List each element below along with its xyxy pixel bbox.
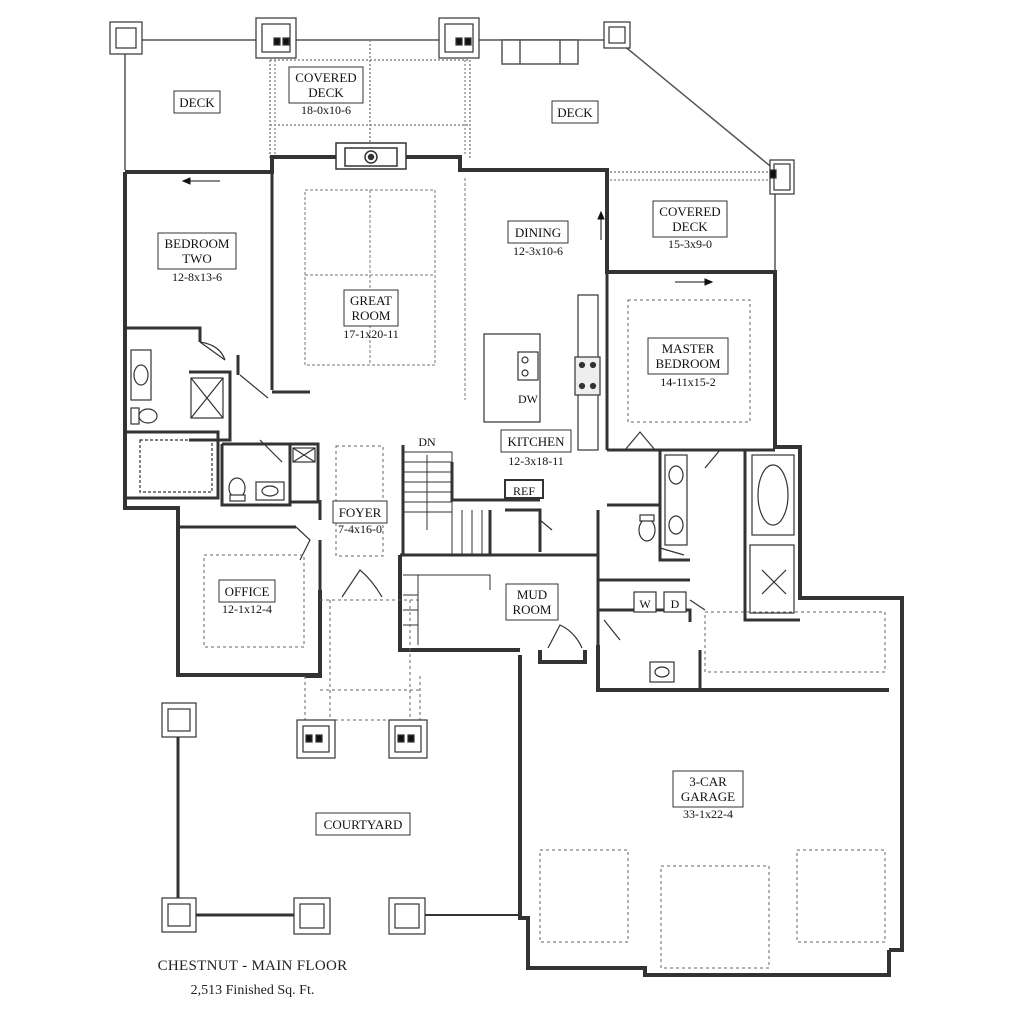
courtyard-enclosure [161, 702, 520, 935]
deck-posts [109, 17, 795, 195]
master-bedroom-label-1: MASTER [662, 341, 715, 356]
dining-label-box [507, 220, 569, 244]
interior-walls [125, 172, 800, 690]
office-dims: 12-1x12-4 [222, 602, 272, 616]
bedroom-two-label-1: BEDROOM [164, 236, 229, 251]
master-bedroom-label-2: BEDROOM [655, 356, 720, 371]
master-bedroom-label-box [647, 337, 729, 375]
refrigerator-label: REF [513, 484, 535, 498]
deck-left-label: DECK [179, 95, 215, 110]
mud-room-label-1: MUD [517, 587, 547, 602]
garage-label-box [672, 770, 744, 808]
courtyard-label: COURTYARD [324, 817, 403, 832]
bedroom-two-label-box [157, 232, 237, 270]
covered-deck-top-label-2: DECK [308, 85, 344, 100]
covered-deck-right-label-box [652, 200, 728, 238]
foyer-label: FOYER [339, 505, 382, 520]
stair-down-label: DN [418, 435, 436, 449]
garage-dims: 33-1x22-4 [683, 807, 733, 821]
master-bedroom-dims: 14-11x15-2 [660, 375, 716, 389]
bedroom-two-dims: 12-8x13-6 [172, 270, 222, 284]
courtyard-label-box [315, 812, 411, 836]
covered-deck-top-label-1: COVERED [295, 70, 356, 85]
plan-title: CHESTNUT - MAIN FLOOR [157, 958, 348, 974]
covered-deck-right-label-2: DECK [672, 219, 708, 234]
great-room-label-box [343, 289, 399, 327]
deck-left-label-box [173, 90, 221, 114]
mud-room-label-2: ROOM [512, 602, 551, 617]
rear-decks [124, 39, 780, 272]
kitchen-dims: 12-3x18-11 [508, 454, 564, 468]
bathroom-fixtures [130, 349, 795, 683]
garage-label-1: 3-CAR [689, 774, 727, 789]
foyer-dims: 7-4x16-0 [338, 522, 382, 536]
office-label: OFFICE [225, 584, 270, 599]
covered-deck-right-dims: 15-3x9-0 [668, 237, 712, 251]
dishwasher-label: DW [518, 392, 539, 406]
dashed-outlines [203, 299, 886, 969]
room-labels: DECK COVERED DECK 18-0x10-6 DECK BEDROOM… [157, 66, 744, 836]
kitchen-label: KITCHEN [507, 434, 565, 449]
deck-right-label: DECK [557, 105, 593, 120]
fireplace [335, 142, 407, 170]
garage-label-2: GARAGE [681, 789, 735, 804]
stairs [402, 451, 491, 645]
deck-right-label-box [551, 100, 599, 124]
dryer-label: D [671, 597, 680, 611]
office-label-box [218, 579, 276, 603]
exterior-walls [123, 155, 904, 977]
kitchen-fixtures [483, 294, 601, 499]
great-room-dims: 17-1x20-11 [343, 327, 399, 341]
dining-dims: 12-3x10-6 [513, 244, 563, 258]
mud-room-label-box [505, 583, 559, 621]
foyer-label-box [332, 500, 388, 524]
great-room-ceiling [304, 178, 466, 400]
great-room-label-1: GREAT [350, 293, 392, 308]
covered-deck-top-dims: 18-0x10-6 [301, 103, 351, 117]
arrow-icons [181, 177, 714, 286]
covered-deck-top-label-box [288, 66, 364, 104]
dining-label: DINING [515, 225, 561, 240]
great-room-label-2: ROOM [351, 308, 390, 323]
plan-square-footage: 2,513 Finished Sq. Ft. [190, 983, 315, 998]
washer-label: W [639, 597, 651, 611]
door-swings [199, 341, 721, 649]
covered-deck-right-label-1: COVERED [659, 204, 720, 219]
bedroom-two-label-2: TWO [182, 251, 212, 266]
kitchen-label-box [500, 429, 572, 453]
